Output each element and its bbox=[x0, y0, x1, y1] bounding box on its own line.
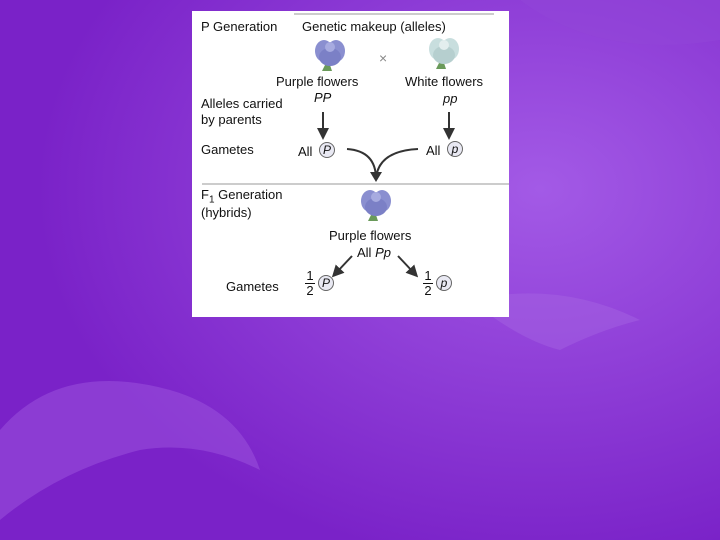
left-genotype: PP bbox=[314, 90, 332, 105]
left-gamete-allele: P bbox=[319, 142, 335, 158]
alleles-carried-label: Alleles carried bbox=[201, 96, 283, 111]
p-generation-label: P Generation bbox=[201, 19, 278, 34]
arrow-f1-right bbox=[397, 255, 419, 278]
f1-genotype: All Pp bbox=[357, 245, 391, 260]
white-flower-icon bbox=[429, 38, 459, 69]
purple-flower-icon bbox=[315, 40, 345, 71]
converging-arrow bbox=[346, 148, 419, 180]
genetic-makeup-header: Genetic makeup (alleles) bbox=[302, 19, 446, 34]
f1-gametes-label: Gametes bbox=[226, 279, 279, 294]
monohybrid-cross-diagram: P Generation Genetic makeup (alleles) × … bbox=[192, 11, 509, 317]
hybrids-label: (hybrids) bbox=[201, 205, 252, 220]
by-parents-label: by parents bbox=[201, 112, 262, 127]
right-gamete-allele: p bbox=[447, 141, 463, 157]
f1-right-gamete-allele: p bbox=[436, 275, 452, 291]
diagram-graphics bbox=[202, 13, 509, 278]
f1-purple-flower-icon bbox=[361, 190, 391, 221]
left-gamete-text: All bbox=[298, 144, 313, 159]
right-genotype: pp bbox=[443, 91, 458, 106]
f1-left-gamete-allele: P bbox=[318, 275, 334, 291]
right-phenotype: White flowers bbox=[405, 74, 484, 89]
p-gametes-label: Gametes bbox=[201, 142, 254, 157]
f1-generation-label: F1 Generation bbox=[201, 187, 283, 206]
f1-phenotype: Purple flowers bbox=[329, 228, 412, 243]
cross-symbol: × bbox=[379, 50, 388, 66]
left-phenotype: Purple flowers bbox=[276, 74, 359, 89]
right-gamete-text: All bbox=[426, 143, 441, 158]
arrow-f1-left bbox=[331, 255, 353, 278]
